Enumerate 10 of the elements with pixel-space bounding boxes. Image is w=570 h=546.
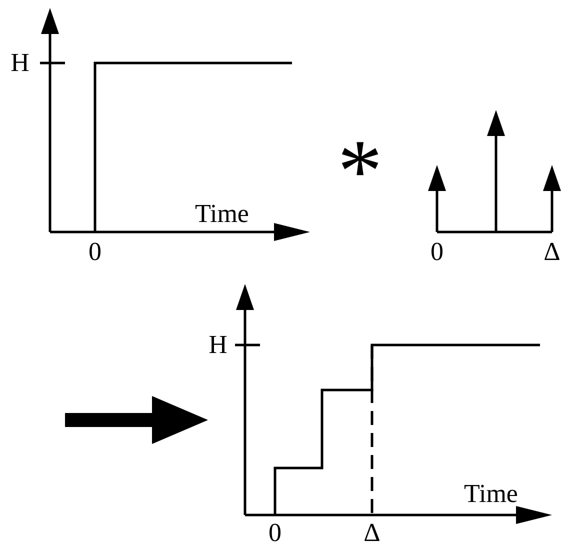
axis-label: H xyxy=(208,332,228,358)
tick-label: Δ xyxy=(544,239,560,265)
axis-label: Time xyxy=(195,201,249,227)
tick-label: 0 xyxy=(430,239,444,265)
axis-label: Time xyxy=(464,481,518,507)
axis-label: H xyxy=(10,50,30,76)
tick-label: 0 xyxy=(88,239,102,265)
tick-label: 0 xyxy=(268,520,282,546)
convolution-symbol: * xyxy=(338,127,382,217)
tick-label: Δ xyxy=(364,520,380,546)
